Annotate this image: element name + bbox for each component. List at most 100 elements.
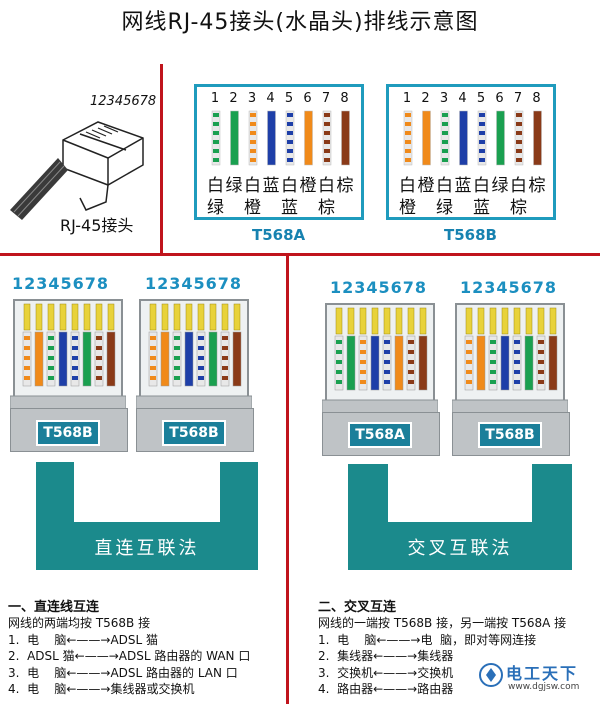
straight-left-plug-wire-stripe: [24, 366, 30, 370]
watermark-brand: 电工天下: [506, 664, 579, 683]
t568a-wire-stripe: [324, 140, 330, 144]
straight-left-plug-wire-stripe: [72, 346, 78, 350]
cross-left-plug-wire: [346, 335, 356, 391]
t568a-color-label: 绿: [225, 176, 243, 196]
straight-left-plug-wire-stripe: [72, 356, 78, 360]
t568a-wire-stripe: [324, 113, 330, 117]
t568b-color-label: 棕: [528, 176, 546, 196]
cross-left-plug-wire-stripe: [384, 370, 390, 374]
t568a-wire-stripe: [213, 131, 219, 135]
t568b-wire-stripe: [479, 140, 485, 144]
divider-horizontal: [0, 253, 600, 256]
cross-right-plug-wire-stripe: [538, 360, 544, 364]
t568a-wire-8: [341, 110, 350, 166]
straight-left-plug-wire-stripe: [96, 356, 102, 360]
t568b-wire-stripe: [479, 113, 485, 117]
straight-right-plug-wire-stripe: [150, 356, 156, 360]
t568a-color-label: 白: [318, 176, 335, 196]
cross-right-plug-wire-stripe: [514, 360, 520, 364]
t568b-wire-stripe: [516, 149, 522, 153]
cross-right-gold-contact: [489, 307, 497, 335]
cross-left-plug-wire-stripe: [360, 350, 366, 354]
t568a-pin-4: 4: [266, 91, 275, 106]
t568b-wire-2: [422, 110, 431, 166]
straight-left-plug-wire-stripe: [96, 376, 102, 380]
t568a-wire-stripe: [287, 140, 293, 144]
cross-right-plug-wire-stripe: [490, 350, 496, 354]
cross-left-pin-numbers: 12345678: [330, 278, 428, 297]
cross-right-plug-wire-stripe: [514, 340, 520, 344]
t568a-color-label: 棕: [336, 176, 354, 196]
t568b-wire-stripe: [516, 158, 522, 162]
cross-right-std-label: T568B: [478, 422, 542, 448]
straight-left-plug-wire-stripe: [24, 356, 30, 360]
straight-left-plug-wire: [82, 331, 92, 387]
straight-right-gold-contact: [221, 303, 229, 331]
t568a-wire-1: [211, 110, 221, 166]
t568a-stripe-label: 棕: [318, 198, 335, 218]
straight-left-plug-wire-stripe: [96, 346, 102, 350]
t568b-wire-stripe: [442, 122, 448, 126]
t568b-stripe-label: 蓝: [473, 198, 490, 218]
cross-right-plug-wire-stripe: [538, 370, 544, 374]
t568a-wire-4: [267, 110, 276, 166]
cross-right-gold-contact: [549, 307, 557, 335]
divider-bottom-vertical: [286, 256, 289, 704]
t568b-pin-3: 3: [439, 91, 449, 106]
t568b-wire-1: [403, 110, 413, 166]
t568a-color-label: 橙: [299, 176, 317, 196]
diagram-title: 网线RJ-45接头(水晶头)排线示意图: [121, 10, 479, 35]
straight-right-plug-wire-stripe: [198, 356, 204, 360]
notes-straight-subheading: 网线的两端均按 T568B 接: [8, 616, 151, 630]
cross-left-plug-wire-stripe: [336, 380, 342, 384]
t568a-wire-6: [304, 110, 313, 166]
straight-right-plug-wire-stripe: [174, 336, 180, 340]
t568a-wire-5: [285, 110, 295, 166]
straight-left-plug-wire-stripe: [48, 366, 54, 370]
t568a-wire-stripe: [250, 158, 256, 162]
straight-right-plug-wire-stripe: [222, 366, 228, 370]
cross-right-plug-wire-stripe: [538, 380, 544, 384]
t568b-wire-stripe: [479, 149, 485, 153]
cross-right-plug-wire-stripe: [514, 380, 520, 384]
cross-left-plug-wire-stripe: [336, 370, 342, 374]
t568b-wire-stripe: [405, 122, 411, 126]
t568b-wire-stripe: [442, 149, 448, 153]
t568a-wire-2: [230, 110, 239, 166]
straight-left-plug-wire-stripe: [48, 336, 54, 340]
straight-right-plug-wire-stripe: [174, 366, 180, 370]
t568b-wire-colors: [403, 110, 542, 166]
cross-right-plug-wire-stripe: [490, 360, 496, 364]
straight-right-gold-contact: [197, 303, 205, 331]
notes-straight-line-3: 3. 电 脑←——→ADSL 路由器的 LAN 口: [8, 665, 238, 680]
t568b-wire-stripe: [405, 149, 411, 153]
cross-left-plug-body: [325, 303, 435, 413]
straight-right-plug-wire-stripe: [198, 346, 204, 350]
t568a-wire-stripe: [287, 131, 293, 135]
t568b-color-label: 白: [436, 176, 453, 196]
notes-straight-line-1: 1. 电 脑←——→ADSL 猫: [8, 632, 159, 647]
t568a-wire-stripe: [287, 149, 293, 153]
straight-left-plug-wire-stripe: [96, 366, 102, 370]
cross-left-plug-wire-stripe: [336, 350, 342, 354]
straight-left-plug-wire: [58, 331, 68, 387]
t568b-wire-5: [477, 110, 487, 166]
straight-left-plug-wire-stripe: [72, 336, 78, 340]
cross-right-plug-wire-stripe: [490, 380, 496, 384]
t568a-wire-stripe: [324, 158, 330, 162]
straight-left-gold-contact: [95, 303, 103, 331]
cross-left-plug: [321, 300, 440, 456]
t568b-wire-stripe: [442, 140, 448, 144]
straight-right-pin-numbers: 12345678: [145, 274, 243, 293]
straight-left-gold-contact: [71, 303, 79, 331]
cross-left-plug-wire-stripe: [384, 340, 390, 344]
straight-right-plug-wire-stripe: [174, 376, 180, 380]
straight-right-plug-wire: [160, 331, 170, 387]
straight-cable-label: 直连互联法: [94, 538, 200, 559]
t568b-wire-stripe: [405, 113, 411, 117]
cross-right-plug-wire: [524, 335, 534, 391]
t568b-wire-stripe: [479, 158, 485, 162]
t568b-color-label: 蓝: [454, 176, 472, 196]
cross-right-plug-wire-stripe: [466, 380, 472, 384]
